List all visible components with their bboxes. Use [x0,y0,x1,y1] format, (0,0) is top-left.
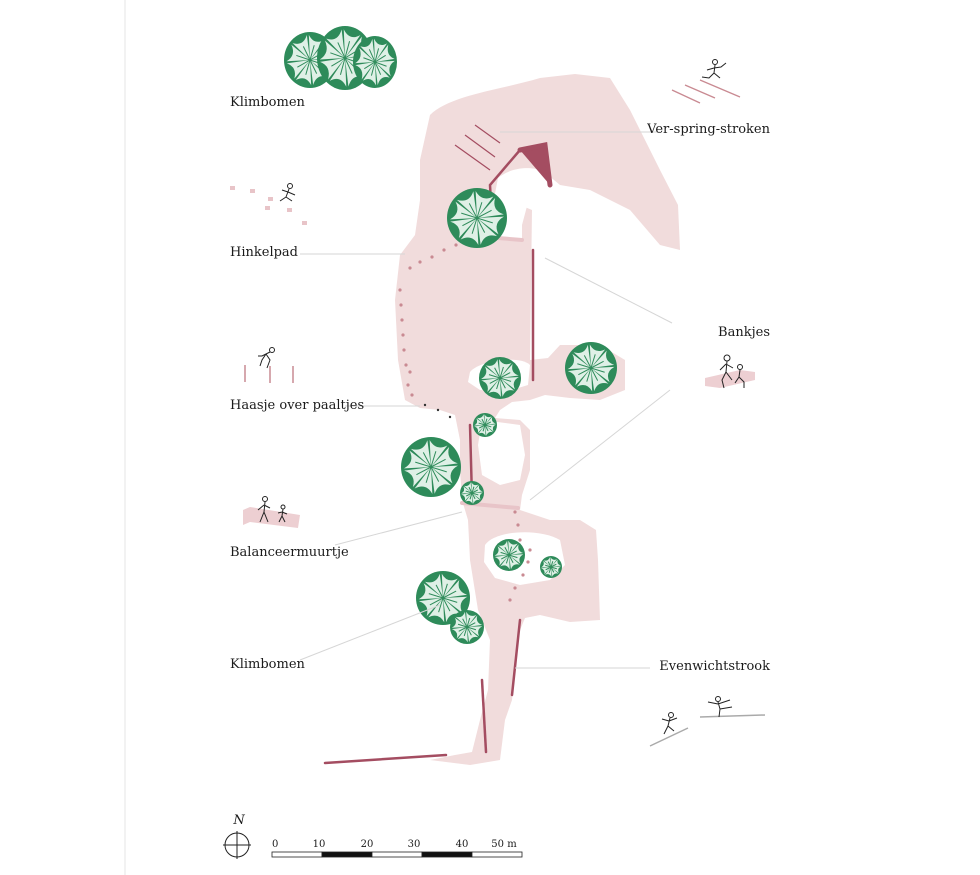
hopscotch-icon [230,183,307,225]
leapfrog-icon [244,347,294,383]
tree-canopy-icon [479,357,521,399]
scale-bar-tick-label: 40 [456,839,469,850]
label-climbing-trees-bottom: Klimbomen [230,657,305,672]
hopscotch-dots [398,243,532,602]
label-benches: Bankjes [718,325,770,340]
scale-bar-segment [471,851,523,858]
scale-bar-segment [371,851,423,858]
tree-canopy-icon [353,36,397,88]
tree-canopy-icon [540,556,562,578]
leapfrog-posts [423,403,452,419]
scale-bar-tick-label: 30 [408,839,421,850]
scale-bar-segment [271,851,323,858]
balance-walls [323,142,553,765]
tree-canopy-icon [450,610,484,644]
trees [284,26,617,644]
scale-bar-segment [421,851,473,858]
jump-strips [454,124,501,171]
scale-bar: 0 10 20 30 40 50 m [271,839,523,858]
balance-wall-icon [243,496,300,528]
label-hopscotch: Hinkelpad [230,245,298,260]
tree-canopy-icon [416,571,470,625]
compass: N [223,813,251,859]
leader-lines [299,131,673,669]
label-balance-strip: Evenwichtstrook [659,659,770,674]
tree-canopy-icon [460,481,484,505]
label-balance-wall: Balanceermuurtje [230,545,349,560]
label-climbing-trees-top: Klimbomen [230,95,305,110]
jump-strips-icon [671,59,741,104]
bench-icon [705,354,755,389]
north-label: N [232,813,245,828]
label-jump-strips: Ver-spring-stroken [647,122,770,137]
tree-canopy-icon [565,342,617,394]
scale-bar-segment [321,851,373,858]
scale-bar-tick-label: 50 m [491,839,517,850]
scale-bar-tick-label: 0 [272,839,278,850]
tree-canopy-icon [447,188,507,248]
label-leapfrog: Haasje over paaltjes [230,398,365,413]
balance-strip-icon [649,696,766,747]
scale-bar-tick-label: 10 [313,839,326,850]
tree-canopy-icon [493,539,525,571]
tree-canopy-icon [473,413,497,437]
scale-bar-tick-label: 20 [361,839,374,850]
tree-canopy-icon [401,437,461,497]
park-area [395,74,680,765]
